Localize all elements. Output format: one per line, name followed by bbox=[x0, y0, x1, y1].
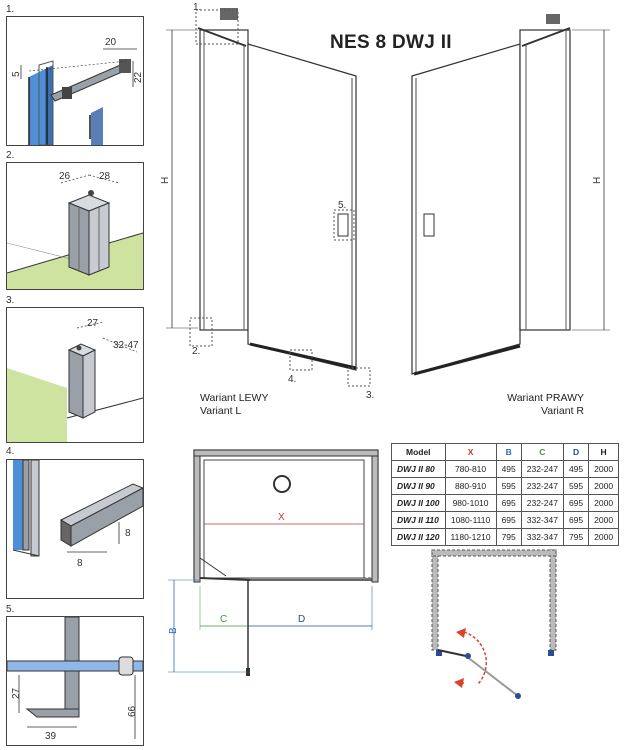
table-cell-x: 780-810 bbox=[444, 460, 497, 478]
table-header-model: Model bbox=[391, 443, 446, 461]
table-cell-b: 695 bbox=[495, 494, 522, 512]
table-header-x: X bbox=[444, 443, 497, 461]
detail-1-dim-20: 20 bbox=[105, 37, 117, 48]
detail-2-panel: 26 28 bbox=[6, 162, 144, 290]
table-header-row: Model X B C D H bbox=[391, 443, 620, 461]
detail-5-number: 5. bbox=[6, 604, 15, 615]
elevation-left-drawing: H bbox=[160, 8, 371, 387]
table-cell-c: 232-247 bbox=[520, 494, 564, 512]
plan-c-label: C bbox=[220, 614, 227, 625]
detail-3-dim-27: 27 bbox=[87, 318, 99, 329]
detail-2-number: 2. bbox=[6, 150, 15, 161]
detail-5-dim-66: 66 bbox=[127, 705, 138, 717]
detail-4-panel: 8 8 bbox=[6, 459, 144, 599]
table-cell-x: 880-910 bbox=[444, 477, 497, 495]
detail-4-number: 4. bbox=[6, 446, 15, 457]
table-cell-h: 2000 bbox=[588, 494, 620, 512]
table-cell-x: 1080-1110 bbox=[444, 511, 497, 529]
detail-3-drawing: 27 32-47 bbox=[7, 318, 143, 442]
elevation-right-h-label: H bbox=[592, 177, 603, 184]
table-row: DWJ II 110 1080-1110 695 332-347 695 200… bbox=[391, 511, 620, 529]
table-cell-b: 495 bbox=[495, 460, 522, 478]
plan-b-label: B bbox=[168, 627, 179, 634]
table-cell-b: 795 bbox=[495, 528, 522, 546]
variant-left-line1: Wariant LEWY bbox=[200, 392, 269, 404]
table-cell-c: 232-247 bbox=[520, 477, 564, 495]
table-cell-model: DWJ II 90 bbox=[391, 477, 446, 495]
table-cell-c: 332-347 bbox=[520, 511, 564, 529]
table-cell-d: 695 bbox=[562, 511, 590, 529]
callout-5: 5. bbox=[338, 200, 347, 211]
table-cell-model: DWJ II 100 bbox=[391, 494, 446, 512]
variant-left-label: Wariant LEWY Variant L bbox=[200, 392, 268, 418]
variant-right-line2: Variant R bbox=[541, 405, 584, 417]
detail-3-dim-32-47: 32-47 bbox=[113, 340, 139, 351]
elevation-right-drawing: H bbox=[411, 14, 610, 376]
table-cell-d: 595 bbox=[562, 477, 590, 495]
table-row: DWJ II 90 880-910 595 232-247 595 2000 bbox=[391, 477, 620, 495]
table-cell-b: 595 bbox=[495, 477, 522, 495]
plan-x-label: X bbox=[278, 512, 285, 523]
table-cell-c: 332-347 bbox=[520, 528, 564, 546]
product-title: NES 8 DWJ II bbox=[330, 32, 452, 53]
detail-1-panel: 20 5 22 bbox=[6, 16, 144, 146]
table-header-h: H bbox=[588, 443, 620, 461]
detail-2-drawing: 26 28 bbox=[7, 171, 143, 289]
detail-5-panel: 27 39 66 bbox=[6, 616, 144, 746]
elevation-left-h-label: H bbox=[160, 177, 171, 184]
table-cell-h: 2000 bbox=[588, 511, 620, 529]
variant-right-line1: Wariant PRAWY bbox=[507, 392, 584, 404]
table-cell-d: 495 bbox=[562, 460, 590, 478]
table-cell-d: 795 bbox=[562, 528, 590, 546]
door-swing-diagram bbox=[431, 549, 557, 699]
table-cell-x: 980-1010 bbox=[444, 494, 497, 512]
variant-left-line2: Variant L bbox=[200, 405, 242, 417]
detail-5-dim-39: 39 bbox=[45, 731, 57, 742]
detail-1-dim-5: 5 bbox=[11, 71, 22, 77]
table-row: DWJ II 100 980-1010 695 232-247 695 2000 bbox=[391, 494, 620, 512]
table-cell-model: DWJ II 80 bbox=[391, 460, 446, 478]
table-row: DWJ II 80 780-810 495 232-247 495 2000 bbox=[391, 460, 620, 478]
table-header-c: C bbox=[520, 443, 564, 461]
callout-1: 1. bbox=[193, 2, 202, 13]
detail-4-dim-8-bottom: 8 bbox=[77, 558, 83, 569]
variant-right-label: Wariant PRAWY Variant R bbox=[502, 392, 584, 418]
detail-1-drawing: 20 5 22 bbox=[11, 37, 143, 145]
detail-4-drawing: 8 8 bbox=[12, 460, 143, 569]
callout-4: 4. bbox=[288, 374, 297, 385]
table-header-d: D bbox=[562, 443, 590, 461]
table-header-b: B bbox=[495, 443, 522, 461]
detail-1-dim-22: 22 bbox=[133, 71, 143, 83]
table-cell-h: 2000 bbox=[588, 528, 620, 546]
plan-d-label: D bbox=[298, 614, 305, 625]
detail-3-number: 3. bbox=[6, 295, 15, 306]
detail-1-number: 1. bbox=[6, 4, 15, 15]
callout-2: 2. bbox=[192, 346, 201, 357]
detail-3-panel: 27 32-47 bbox=[6, 307, 144, 443]
plan-view-drawing: X B C D bbox=[168, 449, 379, 676]
detail-5-dim-27: 27 bbox=[11, 687, 22, 699]
detail-5-drawing: 27 39 66 bbox=[7, 617, 143, 742]
detail-2-dim-28: 28 bbox=[99, 171, 111, 182]
table-cell-model: DWJ II 110 bbox=[391, 511, 446, 529]
detail-2-dim-26: 26 bbox=[59, 171, 71, 182]
table-cell-model: DWJ II 120 bbox=[391, 528, 446, 546]
table-row: DWJ II 120 1180-1210 795 332-347 795 200… bbox=[391, 528, 620, 546]
table-cell-x: 1180-1210 bbox=[444, 528, 497, 546]
table-cell-d: 695 bbox=[562, 494, 590, 512]
table-cell-c: 232-247 bbox=[520, 460, 564, 478]
callout-3: 3. bbox=[366, 390, 375, 401]
detail-4-dim-8-side: 8 bbox=[125, 528, 131, 539]
table-cell-h: 2000 bbox=[588, 460, 620, 478]
table-cell-h: 2000 bbox=[588, 477, 620, 495]
table-cell-b: 695 bbox=[495, 511, 522, 529]
model-dimensions-table: Model X B C D H DWJ II 80 780-810 495 23… bbox=[391, 443, 620, 546]
